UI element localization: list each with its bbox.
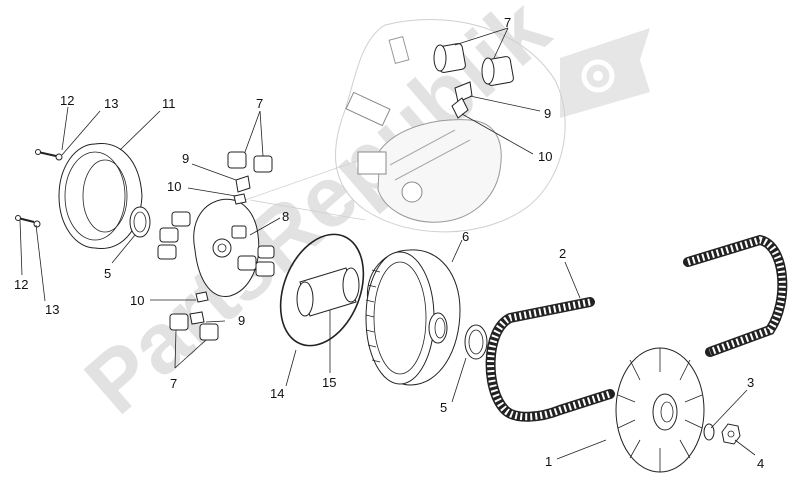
label-10-upper: 10 bbox=[167, 179, 181, 194]
part-14-o-ring bbox=[279, 233, 365, 347]
watermark-gear-flag-icon bbox=[560, 28, 650, 118]
detail-rollers bbox=[433, 43, 514, 119]
label-1: 1 bbox=[545, 454, 552, 469]
label-7-detail: 7 bbox=[504, 15, 511, 30]
label-9-lower: 9 bbox=[238, 313, 245, 328]
label-15: 15 bbox=[322, 375, 336, 390]
part-2-belt bbox=[485, 234, 788, 422]
part-8-variator-plate bbox=[157, 198, 275, 297]
part-12-screw-top bbox=[35, 149, 63, 161]
part-1-fan-pulley bbox=[615, 347, 705, 473]
label-5-left: 5 bbox=[104, 266, 111, 281]
part-7-rollers-top bbox=[227, 151, 273, 205]
label-4: 4 bbox=[757, 456, 764, 471]
label-12-bottom: 12 bbox=[14, 277, 28, 292]
label-10-detail: 10 bbox=[538, 149, 552, 164]
label-13-top: 13 bbox=[104, 96, 118, 111]
label-12-top: 12 bbox=[60, 93, 74, 108]
label-14: 14 bbox=[270, 386, 284, 401]
label-9-upper: 9 bbox=[182, 151, 189, 166]
label-5-center: 5 bbox=[440, 400, 447, 415]
label-6: 6 bbox=[462, 229, 469, 244]
label-8: 8 bbox=[282, 209, 289, 224]
label-11: 11 bbox=[162, 96, 176, 111]
label-10-lower: 10 bbox=[130, 293, 144, 308]
part-5-seal-left bbox=[129, 206, 151, 238]
part-7-rollers-bottom bbox=[169, 291, 219, 341]
leader-lines bbox=[19, 27, 756, 460]
label-9-detail: 9 bbox=[544, 106, 551, 121]
label-13-bottom: 13 bbox=[45, 302, 59, 317]
part-15-bushing bbox=[296, 267, 360, 317]
label-2: 2 bbox=[559, 246, 566, 261]
part-5-seal-center bbox=[464, 324, 488, 360]
detail-magnifier bbox=[244, 19, 566, 233]
label-7-upper: 7 bbox=[256, 96, 263, 111]
part-12-screw-bottom bbox=[15, 215, 41, 228]
callout-labels: 12 13 11 12 13 5 7 9 10 8 10 9 7 14 15 6… bbox=[14, 15, 764, 471]
part-11-cover bbox=[58, 143, 143, 249]
label-7-lower: 7 bbox=[170, 376, 177, 391]
part-4-nut bbox=[721, 423, 741, 445]
label-3: 3 bbox=[747, 375, 754, 390]
part-6-driven-pulley bbox=[365, 249, 461, 386]
